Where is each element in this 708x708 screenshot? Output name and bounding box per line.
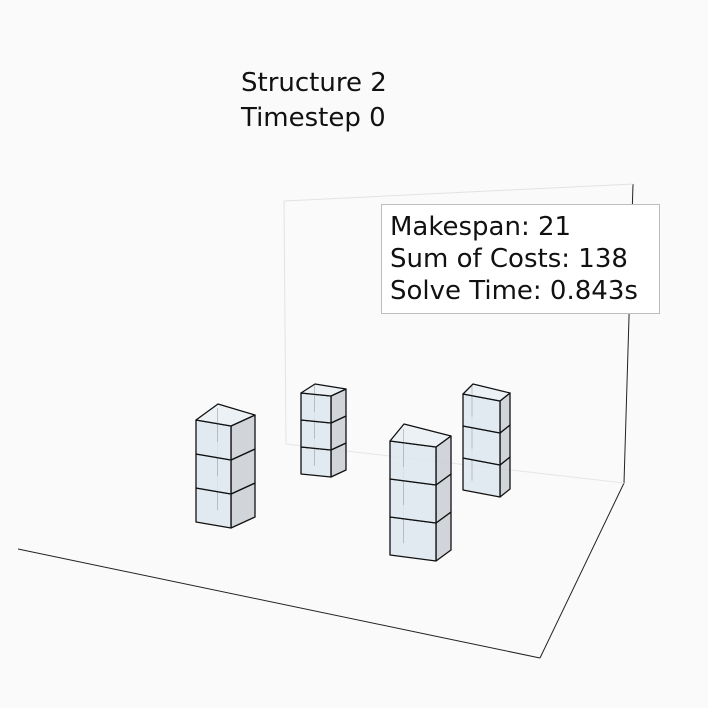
- sum-of-costs-text: Sum of Costs: 138: [390, 244, 628, 274]
- block-front-face: [195, 453, 232, 495]
- left-column: [195, 403, 256, 529]
- block-front-face: [300, 392, 332, 424]
- block-top-face: [389, 423, 452, 448]
- timestep-label: Timestep 0: [241, 103, 386, 133]
- block-top-face: [195, 403, 256, 427]
- block-front-face: [300, 419, 332, 451]
- floor-right-edge: [539, 482, 625, 659]
- block-front-face: [300, 446, 332, 478]
- makespan-text: Makespan: 21: [390, 212, 572, 242]
- plot-title: Structure 2 Timestep 0: [241, 66, 387, 136]
- block-top-face: [462, 383, 511, 402]
- block-top-face: [300, 383, 347, 397]
- front-center-column: [389, 423, 452, 562]
- block-front-face: [195, 487, 232, 529]
- structure-label: Structure 2: [241, 68, 387, 98]
- block-front-face: [389, 516, 437, 562]
- block-front-face: [389, 478, 437, 524]
- stats-box: Makespan: 21 Sum of Costs: 138 Solve Tim…: [381, 204, 660, 314]
- solve-time-text: Solve Time: 0.843s: [390, 276, 638, 306]
- floor-front-edge: [17, 548, 541, 659]
- back-left-column: [300, 383, 347, 478]
- back-right-column: [462, 383, 511, 498]
- block-front-face: [195, 419, 232, 461]
- block-front-face: [389, 440, 437, 486]
- back-pane-top-edge: [283, 183, 634, 202]
- blocks-layer: [195, 383, 511, 562]
- back-pane-left-edge: [283, 200, 287, 445]
